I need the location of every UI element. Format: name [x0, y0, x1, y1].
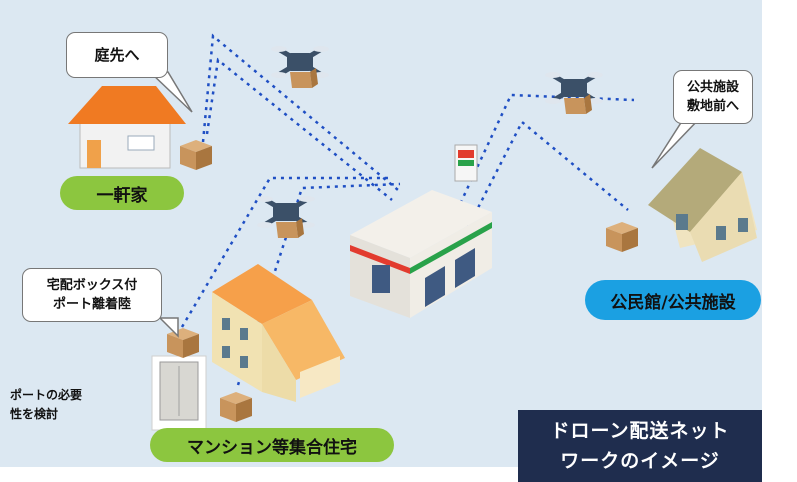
diagram-title: ドローン配送ネット ワークのイメージ — [518, 410, 762, 482]
community-hall-label: 公民館/公共施設 — [585, 280, 761, 320]
parcel-icon — [606, 222, 638, 252]
port-note-line2: 性を検討 — [10, 407, 59, 421]
community-bubble-line1: 公共施設 — [686, 80, 739, 95]
bubble-tail — [158, 317, 179, 338]
parcel-icon — [167, 328, 199, 358]
diagram-title-line2: ワークのイメージ — [560, 450, 720, 472]
apartment-bubble-line2: ポート離着陸 — [52, 297, 131, 312]
community-bubble-line2: 敷地前へ — [686, 99, 739, 114]
apartment-bubble: 宅配ボックス付 ポート離着陸 — [22, 268, 162, 322]
parcel-icon — [220, 392, 252, 422]
house-icon — [68, 86, 186, 169]
apartment-bubble-line1: 宅配ボックス付 — [46, 278, 138, 293]
apartment-icon — [212, 264, 345, 402]
diagram-title-line1: ドローン配送ネット — [550, 420, 730, 442]
community-bubble: 公共施設 敷地前へ — [673, 70, 753, 124]
port-note-line1: ポートの必要 — [10, 388, 83, 402]
detached-bubble-text: 庭先へ — [94, 45, 140, 64]
public-hall-icon — [648, 148, 757, 262]
port-note: ポートの必要 性を検討 — [10, 386, 82, 424]
detached-bubble: 庭先へ — [66, 32, 168, 78]
apartment-label: マンション等集合住宅 — [150, 428, 394, 462]
detached-house-label: 一軒家 — [60, 176, 184, 210]
store-icon — [350, 144, 492, 318]
delivery-box-icon — [151, 355, 207, 431]
parcel-icon — [180, 140, 212, 170]
